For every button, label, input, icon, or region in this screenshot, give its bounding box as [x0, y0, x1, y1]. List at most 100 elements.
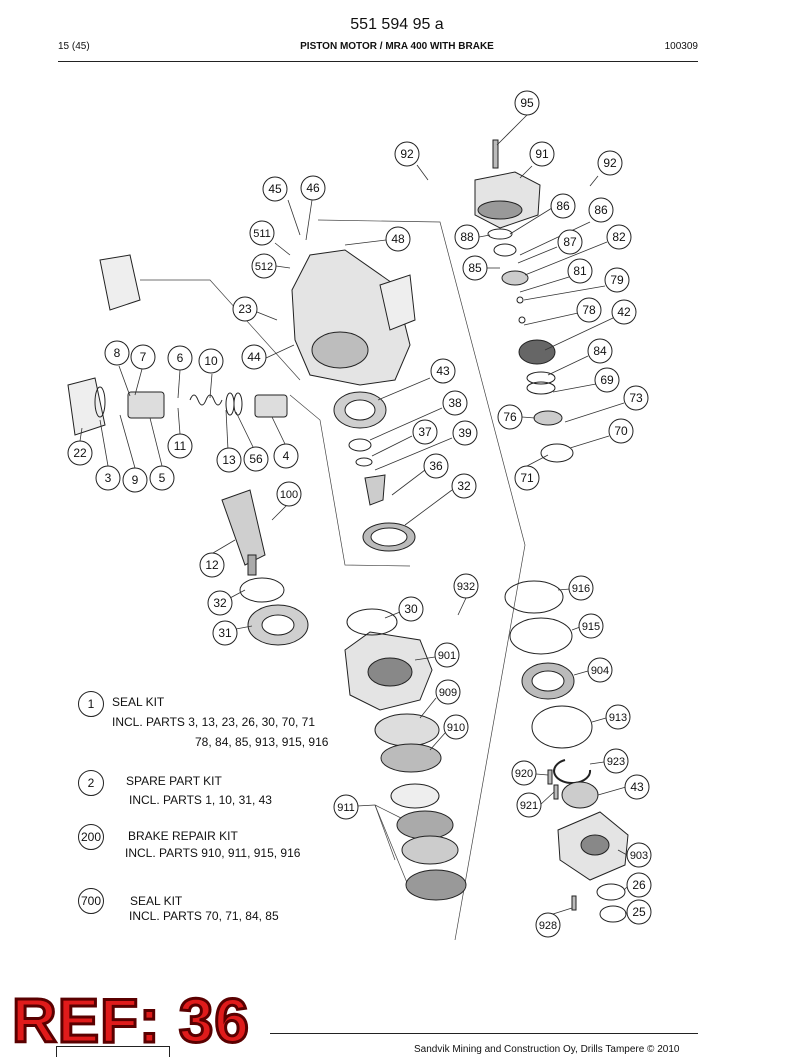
svg-text:44: 44 [247, 350, 261, 364]
callout-12: 12 [199, 552, 225, 578]
svg-text:84: 84 [593, 344, 607, 358]
svg-text:46: 46 [306, 181, 320, 195]
callout-78: 78 [576, 297, 602, 323]
callout-92: 92 [597, 150, 623, 176]
callout-86: 86 [550, 193, 576, 219]
callout-70: 70 [608, 418, 634, 444]
svg-text:86: 86 [556, 199, 570, 213]
svg-text:9: 9 [132, 473, 139, 487]
callout-56: 56 [243, 446, 269, 472]
callout-8: 8 [104, 340, 130, 366]
callout-73: 73 [623, 385, 649, 411]
svg-text:43: 43 [630, 780, 644, 794]
callout-920: 920 [511, 760, 537, 786]
callout-85: 85 [462, 255, 488, 281]
callout-910: 910 [443, 714, 469, 740]
svg-text:511: 511 [253, 228, 271, 240]
footer-divider [270, 1033, 698, 1034]
kit-name-seal-kit-700: SEAL KIT [130, 894, 183, 908]
svg-text:38: 38 [448, 396, 462, 410]
callout-48: 48 [385, 226, 411, 252]
callout-911: 911 [333, 794, 359, 820]
svg-text:916: 916 [572, 583, 590, 595]
callout-39: 39 [452, 420, 478, 446]
kit-parts-seal-kit-cont: 78, 84, 85, 913, 915, 916 [195, 735, 329, 749]
cover-part-left [99, 254, 141, 311]
svg-text:32: 32 [213, 596, 227, 610]
kit-name-spare-part-kit: SPARE PART KIT [126, 774, 222, 788]
callout-915: 915 [578, 613, 604, 639]
svg-text:920: 920 [515, 768, 533, 780]
svg-text:32: 32 [457, 479, 471, 493]
svg-text:10: 10 [204, 354, 218, 368]
bolt-part-95 [492, 139, 499, 169]
callout-511: 511 [249, 220, 275, 246]
svg-text:910: 910 [447, 722, 465, 734]
assembly-lines [140, 219, 526, 941]
svg-text:11: 11 [174, 439, 187, 453]
callout-11: 11 [167, 433, 193, 459]
callout-22: 22 [67, 440, 93, 466]
callout-76: 76 [497, 404, 523, 430]
svg-text:69: 69 [600, 373, 614, 387]
kit-name-brake-repair-kit: BRAKE REPAIR KIT [128, 829, 238, 843]
svg-text:36: 36 [429, 459, 443, 473]
svg-text:921: 921 [520, 800, 538, 812]
piston-part-5 [127, 391, 165, 419]
svg-text:45: 45 [268, 182, 282, 196]
svg-text:39: 39 [458, 426, 472, 440]
callout-100: 100 [276, 481, 302, 507]
svg-text:22: 22 [73, 446, 87, 460]
callout-5: 5 [149, 465, 175, 491]
callout-909: 909 [435, 679, 461, 705]
svg-text:43: 43 [436, 364, 450, 378]
reference-stamp: REF: 36 [11, 986, 251, 1057]
svg-text:3: 3 [105, 471, 112, 485]
valve-block-part [474, 171, 541, 229]
cover-part-right [379, 274, 416, 331]
svg-text:903: 903 [630, 850, 648, 862]
callout-42: 42 [611, 299, 637, 325]
callout-45: 45 [262, 176, 288, 202]
svg-text:92: 92 [400, 147, 414, 161]
page-number: 15 (45) [58, 41, 90, 52]
shaft-part-12 [221, 489, 266, 566]
cylinder-block-part-42 [518, 339, 556, 365]
svg-text:92: 92 [603, 156, 617, 170]
brake-disc-part-909 [374, 713, 440, 747]
part-shapes [67, 139, 629, 923]
svg-text:932: 932 [457, 581, 475, 593]
kit-badge-seal-kit-700: 700 [78, 888, 104, 914]
svg-text:71: 71 [520, 471, 534, 485]
svg-text:13: 13 [222, 453, 236, 467]
callout-923: 923 [603, 748, 629, 774]
callout-88: 88 [454, 224, 480, 250]
svg-text:100: 100 [280, 489, 298, 501]
callout-928: 928 [535, 912, 561, 938]
svg-text:6: 6 [177, 351, 184, 365]
svg-text:5: 5 [159, 471, 166, 485]
callout-79: 79 [604, 267, 630, 293]
seal-part-915 [509, 617, 573, 655]
seal-part-913 [531, 705, 593, 749]
svg-text:928: 928 [539, 920, 557, 932]
callout-9: 9 [122, 467, 148, 493]
company-logo [56, 1046, 170, 1057]
svg-text:913: 913 [609, 712, 627, 724]
svg-text:923: 923 [607, 756, 625, 768]
callout-36: 36 [423, 453, 449, 479]
document-number: 551 594 95 a [350, 16, 444, 33]
svg-text:79: 79 [610, 273, 624, 287]
callout-32: 32 [451, 473, 477, 499]
callout-71: 71 [514, 465, 540, 491]
kit-name-seal-kit: SEAL KIT [112, 695, 165, 709]
page-title: PISTON MOTOR / MRA 400 WITH BRAKE [300, 41, 494, 52]
callout-30: 30 [398, 596, 424, 622]
callout-4: 4 [273, 443, 299, 469]
svg-text:82: 82 [612, 230, 626, 244]
callout-901: 901 [434, 642, 460, 668]
callout-25: 25 [626, 899, 652, 925]
callout-3: 3 [95, 465, 121, 491]
svg-text:26: 26 [632, 878, 646, 892]
